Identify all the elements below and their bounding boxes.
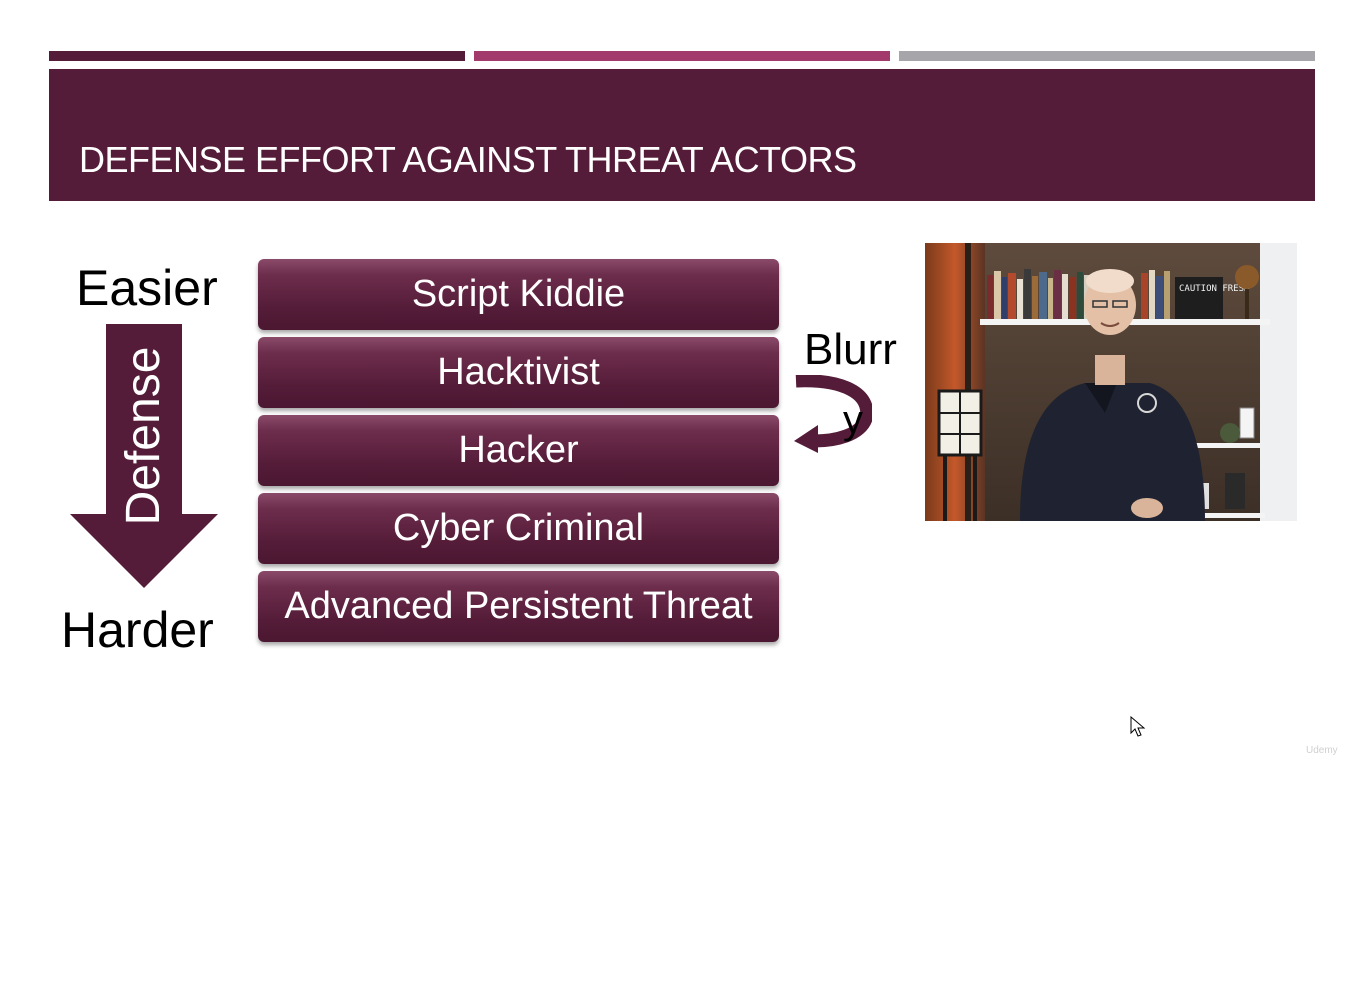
blurry-label-tail: y bbox=[843, 398, 863, 442]
curved-arrow-icon bbox=[794, 375, 872, 453]
threat-actor-item: Cyber Criminal bbox=[258, 493, 779, 564]
udemy-watermark: Udemy bbox=[1306, 745, 1338, 756]
sign-text: CAUTION FRESH bbox=[1179, 284, 1249, 294]
down-arrow-icon bbox=[70, 324, 218, 588]
threat-actor-list: Script Kiddie Hacktivist Hacker Cyber Cr… bbox=[258, 259, 779, 649]
paper-lantern bbox=[937, 389, 983, 521]
accent-bar-magenta bbox=[474, 51, 890, 61]
threat-actor-item: Advanced Persistent Threat bbox=[258, 571, 779, 642]
accent-bar-gray bbox=[899, 51, 1315, 61]
title-band: DEFENSE EFFORT AGAINST THREAT ACTORS bbox=[49, 69, 1315, 201]
blank-area bbox=[0, 768, 1366, 1008]
presenter-video-frame: CAUTION FRESH bbox=[925, 243, 1297, 521]
threat-actor-item: Script Kiddie bbox=[258, 259, 779, 330]
mouse-cursor-icon bbox=[1130, 716, 1146, 737]
easier-label: Easier bbox=[76, 260, 218, 316]
presenter bbox=[1020, 269, 1205, 521]
threat-actor-item: Hacktivist bbox=[258, 337, 779, 408]
accent-bar-dark bbox=[49, 51, 465, 61]
slide-title: DEFENSE EFFORT AGAINST THREAT ACTORS bbox=[79, 139, 857, 180]
blurry-label: Blurr bbox=[804, 325, 897, 374]
presenter-video[interactable]: CAUTION FRESH bbox=[925, 243, 1297, 521]
slide: DEFENSE EFFORT AGAINST THREAT ACTORS Eas… bbox=[49, 51, 1338, 756]
harder-label: Harder bbox=[61, 602, 214, 658]
threat-actor-item: Hacker bbox=[258, 415, 779, 486]
defense-label: Defense bbox=[117, 346, 170, 526]
